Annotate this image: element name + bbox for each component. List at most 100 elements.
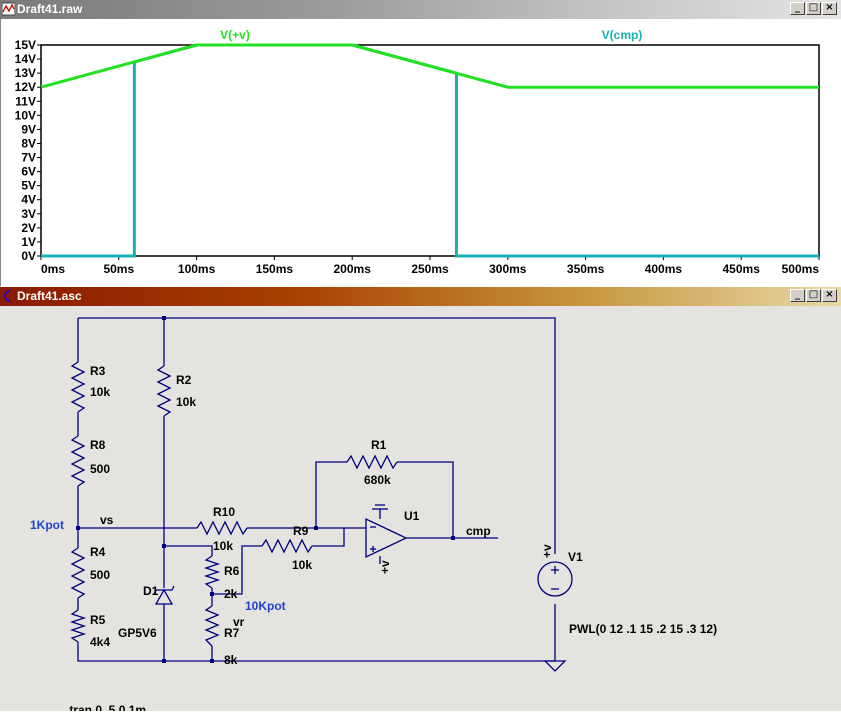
r2-value[interactable]: 10k — [176, 395, 196, 409]
x-tick-label: 150ms — [256, 262, 294, 276]
restore-button[interactable]: □ — [806, 2, 821, 15]
r3-value[interactable]: 10k — [90, 385, 110, 399]
directive-tran[interactable]: .tran 0 .5 0 1m — [66, 703, 146, 716]
close-button[interactable]: × — [822, 289, 837, 302]
resistor-r7[interactable] — [204, 605, 220, 647]
schematic-icon — [4, 290, 11, 302]
r5-name[interactable]: R5 — [90, 613, 106, 627]
y-tick-label: 2V — [21, 221, 36, 235]
trace-series-0[interactable] — [40, 43, 819, 89]
resistor-r2[interactable] — [156, 365, 172, 417]
restore-button[interactable]: □ — [806, 289, 821, 302]
schematic-window[interactable]: Draft41.asc _ □ × — [0, 287, 841, 716]
comment-1kpot[interactable]: 1Kpot — [30, 518, 64, 532]
y-tick-label: 14V — [15, 52, 36, 66]
y-tick-label: 15V — [15, 38, 36, 52]
r8-value[interactable]: 500 — [90, 462, 110, 476]
resistor-r8[interactable] — [70, 435, 86, 487]
net-label-plus-v-source[interactable]: +v — [540, 544, 554, 558]
r2-name[interactable]: R2 — [176, 373, 192, 387]
d1-name[interactable]: D1 — [143, 584, 159, 598]
resistor-r6[interactable] — [203, 555, 221, 589]
voltage-source-v1[interactable] — [537, 561, 573, 597]
r10-value[interactable]: 10k — [213, 539, 233, 553]
y-tick-label: 4V — [21, 193, 36, 207]
d1-value[interactable]: GP5V6 — [118, 626, 157, 640]
zener-diode-d1[interactable] — [153, 585, 175, 618]
y-tick-label: 9V — [21, 122, 36, 136]
schematic-canvas[interactable]: R3 10k R8 500 R4 500 R5 4k4 R2 10k R6 2k… — [0, 306, 841, 716]
r3-name[interactable]: R3 — [90, 364, 106, 378]
r4-name[interactable]: R4 — [90, 545, 106, 559]
u1-name[interactable]: U1 — [404, 509, 420, 523]
wires[interactable] — [77, 317, 556, 662]
v1-name[interactable]: V1 — [568, 550, 583, 564]
x-axis: 0ms 50ms 100ms 150ms 200ms 250ms 300ms 350ms 400… — [40, 256, 820, 276]
y-tick-label: 11V — [15, 94, 36, 108]
x-tick-label: 400ms — [645, 262, 683, 276]
resistor-r5[interactable] — [69, 609, 87, 643]
close-button[interactable]: × — [822, 2, 837, 15]
traces — [40, 43, 819, 258]
r10-name[interactable]: R10 — [213, 505, 235, 519]
net-label-cmp[interactable]: cmp — [466, 524, 491, 538]
y-tick-label: 7V — [21, 151, 36, 165]
y-tick-label: 12V — [15, 80, 36, 94]
minimize-button[interactable]: _ — [790, 289, 805, 302]
ground-symbol — [543, 660, 567, 672]
r7-name[interactable]: R7 — [224, 626, 240, 640]
x-tick-label: 50ms — [103, 262, 134, 276]
r6-value[interactable]: 2k — [224, 587, 238, 601]
net-label-vr[interactable]: vr — [233, 615, 245, 629]
y-tick-label: 13V — [15, 66, 36, 80]
waveform-window-titlebar[interactable]: Draft41.raw _ □ × — [0, 0, 841, 19]
resistor-r10[interactable] — [196, 520, 248, 536]
waveform-icon — [2, 2, 15, 16]
schematic-window-title: Draft41.asc — [17, 289, 82, 303]
schematic-window-titlebar[interactable]: Draft41.asc _ □ × — [0, 287, 841, 306]
legend-series-1[interactable]: V(cmp) — [602, 28, 643, 42]
x-tick-label: 300ms — [489, 262, 527, 276]
r1-name[interactable]: R1 — [371, 438, 387, 452]
r8-name[interactable]: R8 — [90, 438, 106, 452]
plot-area[interactable] — [40, 44, 820, 257]
minimize-button[interactable]: _ — [790, 2, 805, 15]
resistor-r3[interactable] — [70, 361, 86, 413]
y-tick-label: 8V — [21, 136, 36, 150]
r9-name[interactable]: R9 — [293, 524, 309, 538]
resistor-r1[interactable] — [346, 454, 398, 470]
x-tick-label: 250ms — [411, 262, 449, 276]
r7-value[interactable]: 8k — [224, 653, 238, 667]
schematic-drawing[interactable]: R3 10k R8 500 R4 500 R5 4k4 R2 10k R6 2k… — [0, 306, 841, 716]
y-tick-label: 6V — [21, 165, 36, 179]
x-tick-label: 0ms — [41, 262, 65, 276]
resistor-r4[interactable] — [70, 547, 86, 599]
r9-value[interactable]: 10k — [292, 558, 312, 572]
v1-value[interactable]: PWL(0 12 .1 15 .2 15 .3 12) — [569, 622, 717, 636]
x-tick-label: 100ms — [178, 262, 216, 276]
y-tick-label: 3V — [21, 207, 36, 221]
x-tick-label: 350ms — [567, 262, 605, 276]
junctions — [76, 316, 455, 663]
waveform-window-title: Draft41.raw — [17, 2, 83, 16]
opamp-u1[interactable] — [365, 504, 408, 559]
y-tick-label: 10V — [15, 108, 36, 122]
x-tick-label: 450ms — [723, 262, 761, 276]
r5-value[interactable]: 4k4 — [90, 635, 110, 649]
legend-series-0[interactable]: V(+v) — [220, 28, 250, 42]
waveform-plot[interactable]: V(+v) V(cmp) 0V1V2V3V4V5V6V7V8V9V10V11V1… — [1, 19, 841, 286]
x-tick-label: 200ms — [334, 262, 372, 276]
r1-value[interactable]: 680k — [364, 473, 391, 487]
net-label-plus-v-opamp[interactable]: +v — [378, 560, 392, 574]
comment-10kpot[interactable]: 10Kpot — [245, 599, 286, 613]
y-tick-label: 0V — [21, 249, 36, 263]
r6-name[interactable]: R6 — [224, 564, 240, 578]
net-label-vs[interactable]: vs — [100, 513, 114, 527]
r4-value[interactable]: 500 — [90, 568, 110, 582]
resistor-r9[interactable] — [261, 538, 313, 554]
y-tick-label: 1V — [21, 235, 36, 249]
y-tick-label: 5V — [21, 179, 36, 193]
